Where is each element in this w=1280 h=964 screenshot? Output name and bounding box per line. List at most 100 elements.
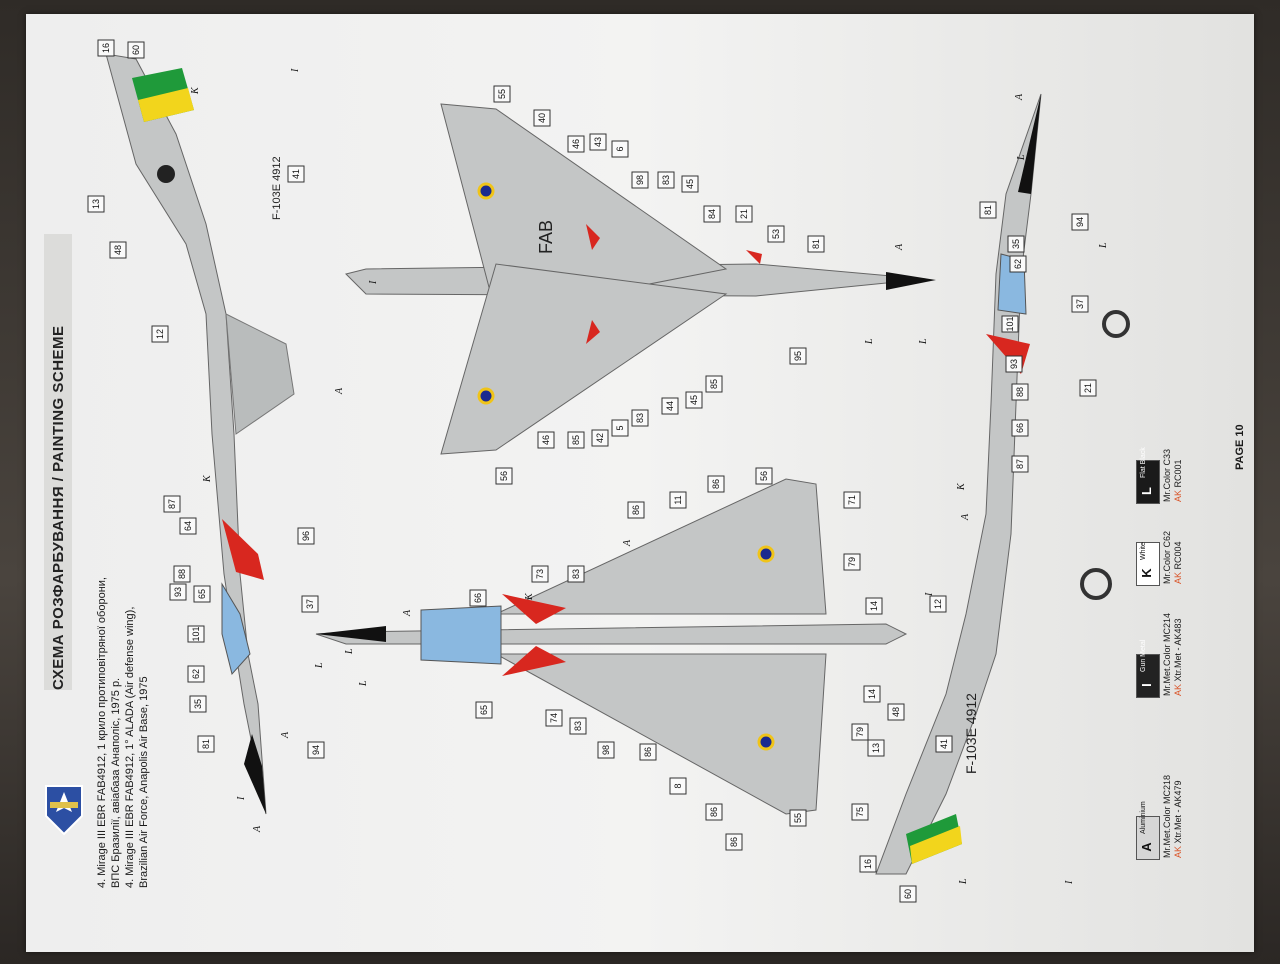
bottom-canopy [420, 605, 502, 665]
callout-13: 13 [87, 195, 105, 213]
callout-box [591, 429, 609, 447]
callout-box [843, 491, 861, 509]
callout-box [163, 495, 181, 513]
callout-number: 83 [573, 721, 583, 731]
paint-marker: L [314, 662, 325, 669]
intake-red [222, 519, 264, 580]
callout-93: 93 [1005, 355, 1023, 373]
paint-marker: L [918, 338, 929, 345]
callout-number: 88 [177, 569, 187, 579]
callout-number: 86 [643, 747, 653, 757]
callout-box [493, 85, 511, 103]
callout-box [533, 109, 551, 127]
callout-number: 8 [673, 783, 683, 788]
callout-box [611, 140, 629, 158]
paint-code-line: AK Xtr.Met - AK479 [1173, 780, 1183, 858]
callout-number: 12 [155, 329, 165, 339]
red-mark-1 [586, 224, 600, 250]
paint-letter: I [1139, 683, 1154, 687]
callout-number: 88 [1015, 387, 1025, 397]
callout-11: 11 [669, 491, 687, 509]
callout-45: 45 [685, 391, 703, 409]
bottom-roundel-2 [757, 733, 775, 751]
callout-101: 101 [1001, 315, 1019, 333]
callout-box [567, 135, 585, 153]
callout-86: 86 [627, 501, 645, 519]
callout-64: 64 [179, 517, 197, 535]
callout-number: 94 [1075, 217, 1085, 227]
callout-number: 96 [301, 531, 311, 541]
red-mark-3 [746, 250, 762, 264]
callout-86: 86 [725, 833, 743, 851]
callout-box [669, 491, 687, 509]
callout-box [1009, 255, 1027, 273]
callout-16: 16 [859, 855, 877, 873]
paint-code-line: AK RC004 [1173, 541, 1183, 584]
callout-box [187, 625, 205, 643]
paint-letter: A [1139, 842, 1154, 852]
bottom-wing-upper [495, 478, 827, 615]
callout-41: 41 [935, 735, 953, 753]
callout-55: 55 [789, 809, 807, 827]
callout-12: 12 [151, 325, 169, 343]
callout-83: 83 [569, 717, 587, 735]
callout-79: 79 [851, 723, 869, 741]
callout-box [187, 665, 205, 683]
paint-marker: I [290, 68, 301, 73]
callout-box [97, 39, 115, 57]
callout-number: 48 [113, 245, 123, 255]
callout-46: 46 [537, 431, 555, 449]
callout-56: 56 [495, 467, 513, 485]
callout-number: 83 [571, 569, 581, 579]
callout-number: 86 [709, 807, 719, 817]
callout-40: 40 [533, 109, 551, 127]
callout-box [301, 595, 319, 613]
bottom-roundel-1 [757, 545, 775, 563]
paint-swatch-i [1136, 654, 1160, 698]
callout-box [1079, 379, 1097, 397]
callout-14: 14 [865, 597, 883, 615]
callout-number: 35 [193, 699, 203, 709]
top-wing-lower [440, 263, 728, 455]
callout-box [865, 597, 883, 615]
callout-box [151, 325, 169, 343]
callout-83: 83 [567, 565, 585, 583]
callout-box [189, 695, 207, 713]
callout-number: 85 [571, 435, 581, 445]
callout-number: 66 [473, 593, 483, 603]
callout-81: 81 [807, 235, 825, 253]
paint-marker: I [1064, 880, 1075, 885]
callout-box [1011, 419, 1029, 437]
callout-number: 73 [535, 569, 545, 579]
serial-left: F-103E 4912 [271, 156, 283, 220]
callout-number: 55 [793, 813, 803, 823]
callout-box [537, 431, 555, 449]
callout-box [631, 171, 649, 189]
callout-86: 86 [639, 743, 657, 761]
paint-code-line: Mr.Color C33 [1162, 448, 1172, 502]
callout-37: 37 [301, 595, 319, 613]
callout-number: 48 [891, 707, 901, 717]
serial-right: F-103E 4912 [963, 693, 979, 774]
caption-line-2: ВПС Бразилії, авіабаза Анаполіс, 1975 р. [110, 677, 122, 888]
callout-75: 75 [851, 803, 869, 821]
callout-6: 6 [611, 140, 629, 158]
callout-box [307, 741, 325, 759]
callout-box [767, 225, 785, 243]
callout-41: 41 [287, 165, 305, 183]
caption-line-1: 4. Mirage III EBR FAB4912, 1 крило проти… [96, 577, 108, 888]
callout-101: 101 [187, 625, 205, 643]
callout-21: 21 [1079, 379, 1097, 397]
paint-marker: L [864, 338, 875, 345]
callout-box [589, 133, 607, 151]
callout-number: 75 [855, 807, 865, 817]
callout-44: 44 [661, 397, 679, 415]
callout-box [859, 855, 877, 873]
callout-number: 45 [685, 179, 695, 189]
callout-37: 37 [1071, 295, 1089, 313]
bottom-nose-cone [316, 626, 386, 642]
side-view-right [875, 93, 1130, 875]
callout-number: 37 [1075, 299, 1085, 309]
callout-86: 86 [707, 475, 725, 493]
